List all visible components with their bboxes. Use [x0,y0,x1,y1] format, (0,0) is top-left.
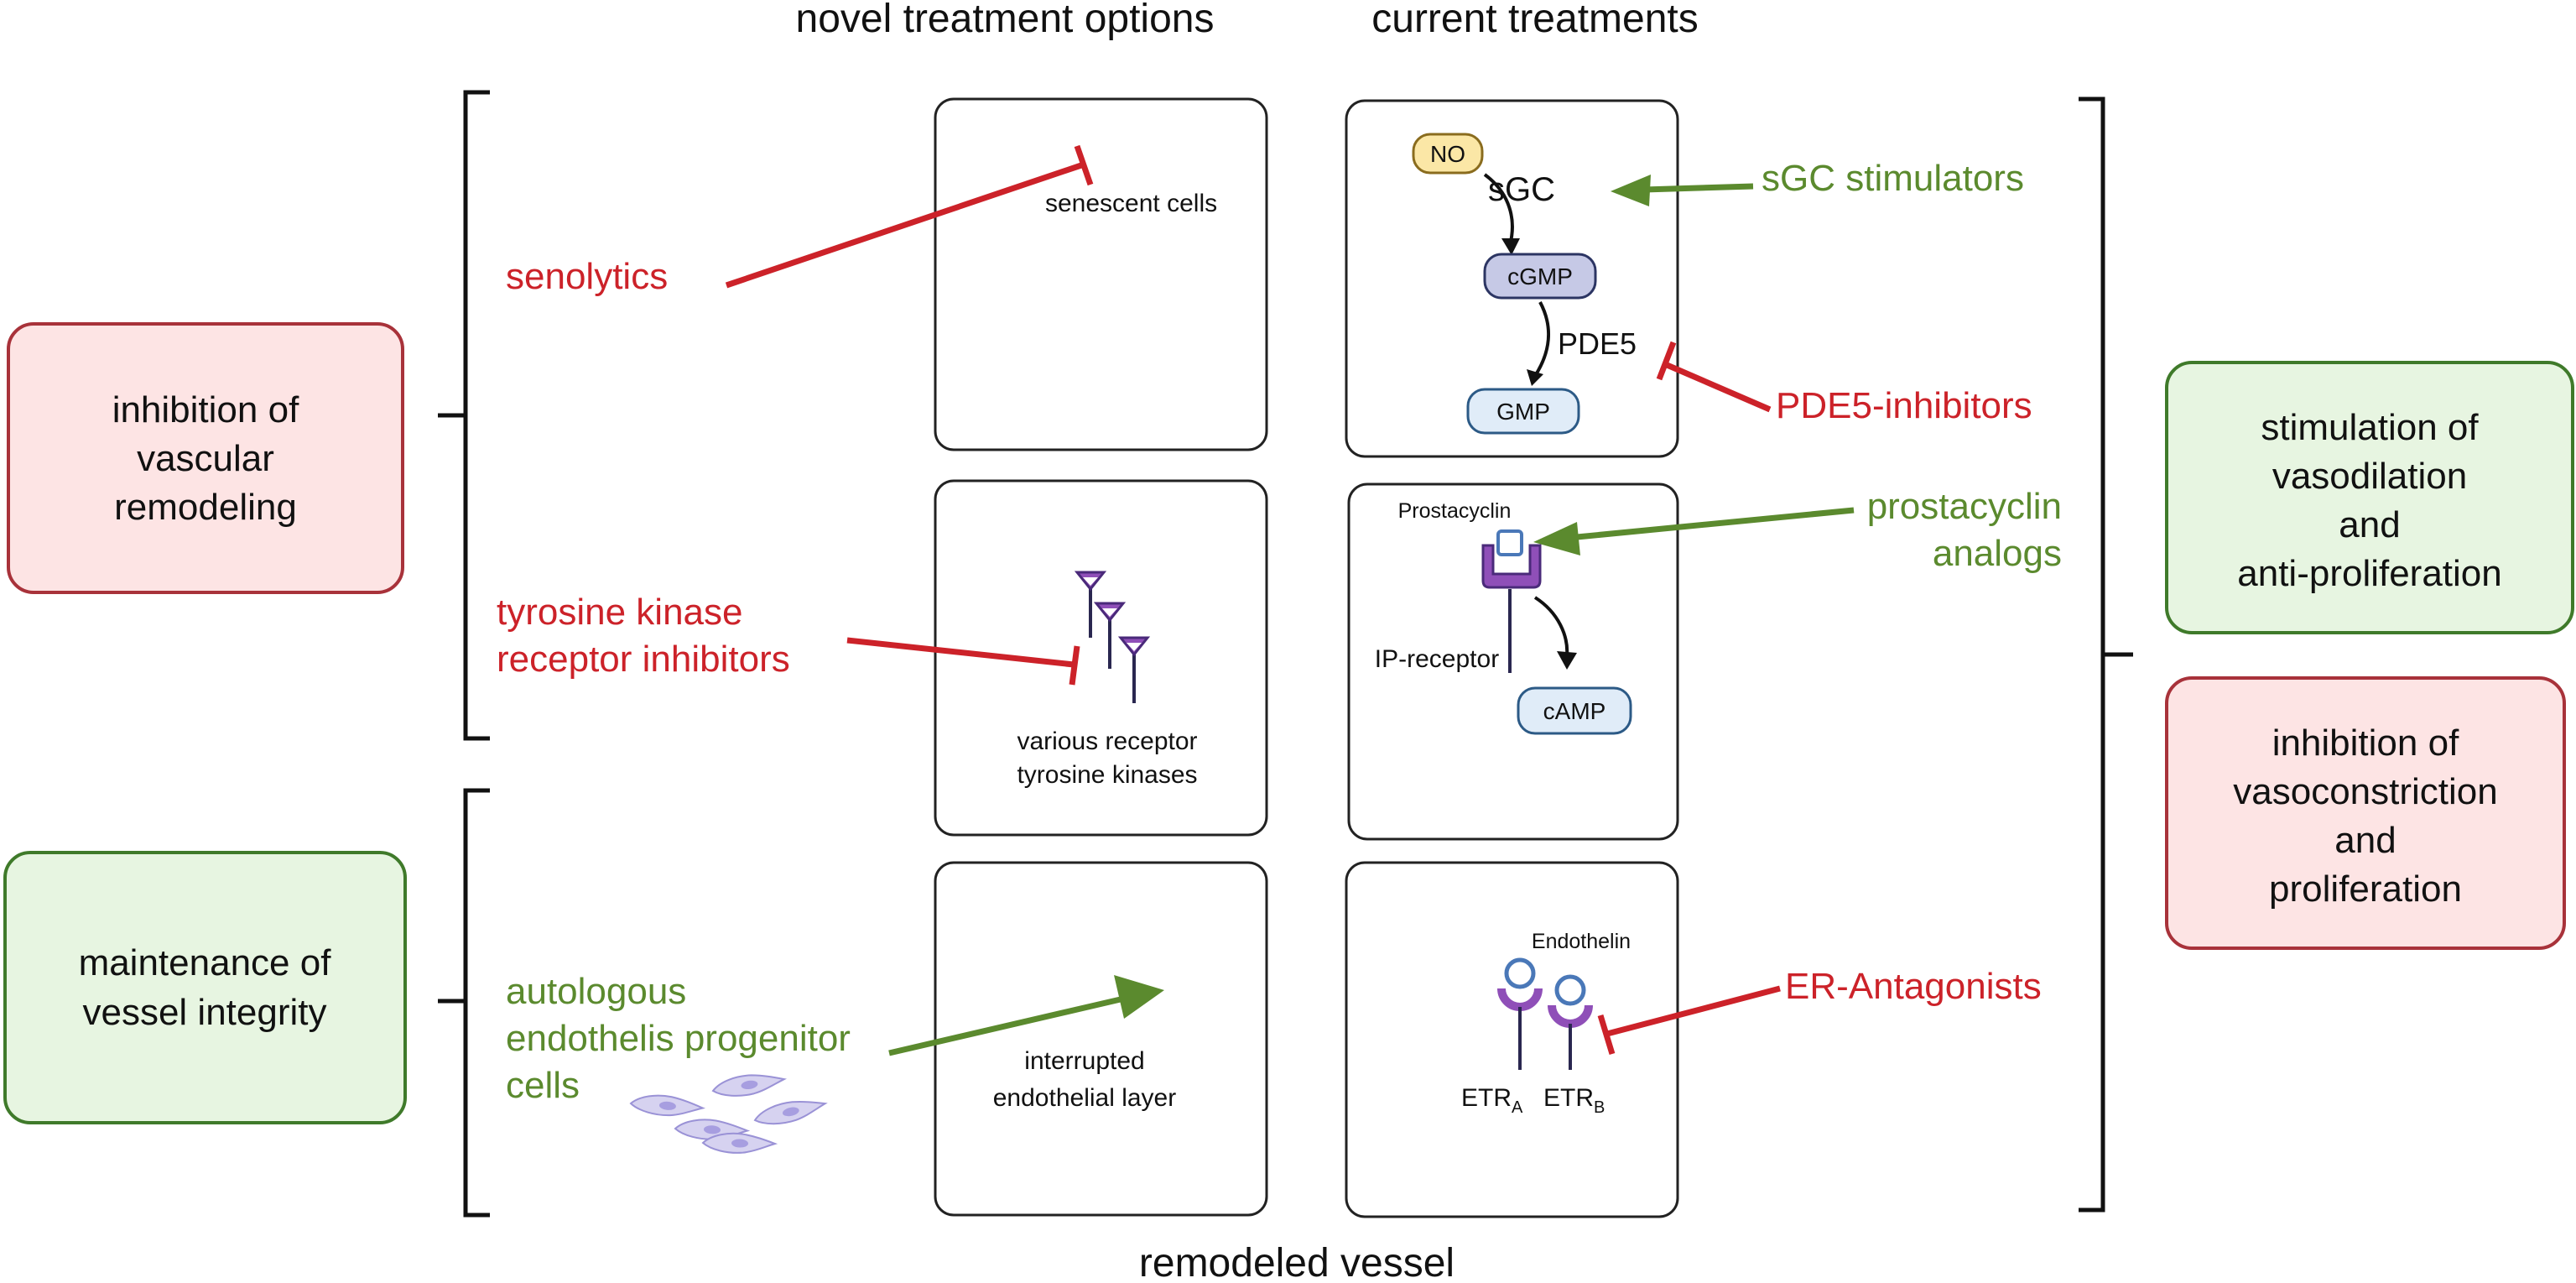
pde5-label: PDE5 [1558,326,1637,361]
prostacyclin-arrow [1576,507,1855,540]
inhibition-vascular-remodeling-box: inhibition of vascular remodeling [7,322,404,594]
prostacyclin-analogs-label: analogs [1933,533,2062,574]
ip-receptor-label: IP-receptor [1375,645,1499,673]
rtk-label: tyrosine kinases [1017,761,1197,789]
sgc-stimulators-label: sGC stimulators [1762,158,2024,199]
tki-label: tyrosine kinase [497,592,742,633]
endothelin-label: Endothelin [1532,930,1631,953]
gmp-pill [1466,388,1580,435]
left-lower-bracket [438,788,490,1218]
current-panel-no-pathway: NO sGC cGMP PDE5 GMP [1345,99,1679,458]
box-line: remodeling [114,487,297,528]
etr-b-label: ETRB [1543,1084,1605,1117]
prostacyclin-arrowhead [1533,522,1580,555]
er-antagonists-inhibit-line [1597,985,1781,1056]
stimulation-vasodilation-box: stimulation of vasodilation and anti-pro… [2165,361,2574,634]
progenitor-cells-icon [629,1069,829,1155]
pde5-inhibitors-label: PDE5-inhibitors [1776,385,2032,426]
prostacyclin-label: Prostacyclin [1398,499,1512,523]
novel-treatment-header: novel treatment options [796,0,1215,41]
ip-receptor-icon [1481,544,1542,589]
novel-panel-senescent: senescent cells [934,97,1268,451]
autologous-label: endothelis progenitor [506,1018,851,1059]
novel-panel-interrupted: interrupted endothelial layer [934,861,1268,1217]
no-label: NO [1430,141,1465,167]
right-bracket [2079,96,2133,1213]
box-line: maintenance of [79,942,332,983]
tki-inhibit-line [846,637,1080,686]
tki-label: receptor inhibitors [497,639,790,680]
remodeled-vessel-label: remodeled vessel [1139,1241,1455,1283]
er-antagonists-label: ER-Antagonists [1785,966,2042,1007]
gmp-label: GMP [1496,399,1550,425]
pde5-inhibit-line [1656,341,1772,413]
box-line: inhibition of [2272,722,2459,764]
box-line: vasodilation [2272,456,2467,497]
inhibition-vasoconstriction-box: inhibition of vasoconstriction and proli… [2165,676,2566,950]
prostacyclin-analogs-label: prostacyclin [1867,486,2062,527]
novel-panel-rtk: various receptor tyrosine kinases [934,479,1268,837]
box-line: inhibition of [112,389,299,430]
box-line: vessel integrity [82,992,326,1033]
senescent-cells-label: senescent cells [1045,190,1217,217]
autologous-label: cells [506,1065,580,1106]
rtk-label: various receptor [1017,728,1197,755]
camp-label: cAMP [1543,698,1606,724]
box-line: and [2339,504,2400,545]
left-upper-bracket [438,90,490,741]
no-pill [1412,133,1484,175]
box-line: and [2334,820,2396,861]
box-line: anti-proliferation [2237,553,2502,594]
senolytics-inhibit-line [725,144,1094,289]
maintenance-vessel-integrity-box: maintenance of vessel integrity [3,851,407,1124]
camp-pill [1517,686,1632,735]
cgmp-pill [1483,253,1597,300]
box-line: stimulation of [2261,407,2479,448]
box-line: vascular [137,438,274,479]
cgmp-label: cGMP [1507,263,1573,289]
current-panel-prostacyclin: Prostacyclin IP-receptor cAMP [1347,482,1679,841]
sgc-stimulators-arrow [1643,183,1754,193]
interrupted-label: endothelial layer [993,1084,1176,1112]
autologous-label: autologous [506,971,686,1012]
etr-a-label: ETRA [1461,1084,1523,1117]
senolytics-label: senolytics [506,256,668,297]
current-panel-endothelin: Endothelin ETRA ETRB [1345,861,1679,1218]
prostacyclin-icon [1496,529,1523,556]
box-line: vasoconstriction [2233,771,2497,812]
sgc-stimulators-arrowhead [1611,175,1651,206]
current-treatment-header: current treatments [1371,0,1698,41]
autologous-arrowhead [1114,975,1164,1019]
box-line: proliferation [2269,868,2462,910]
interrupted-label: interrupted [1024,1047,1144,1075]
autologous-arrow [888,995,1125,1056]
